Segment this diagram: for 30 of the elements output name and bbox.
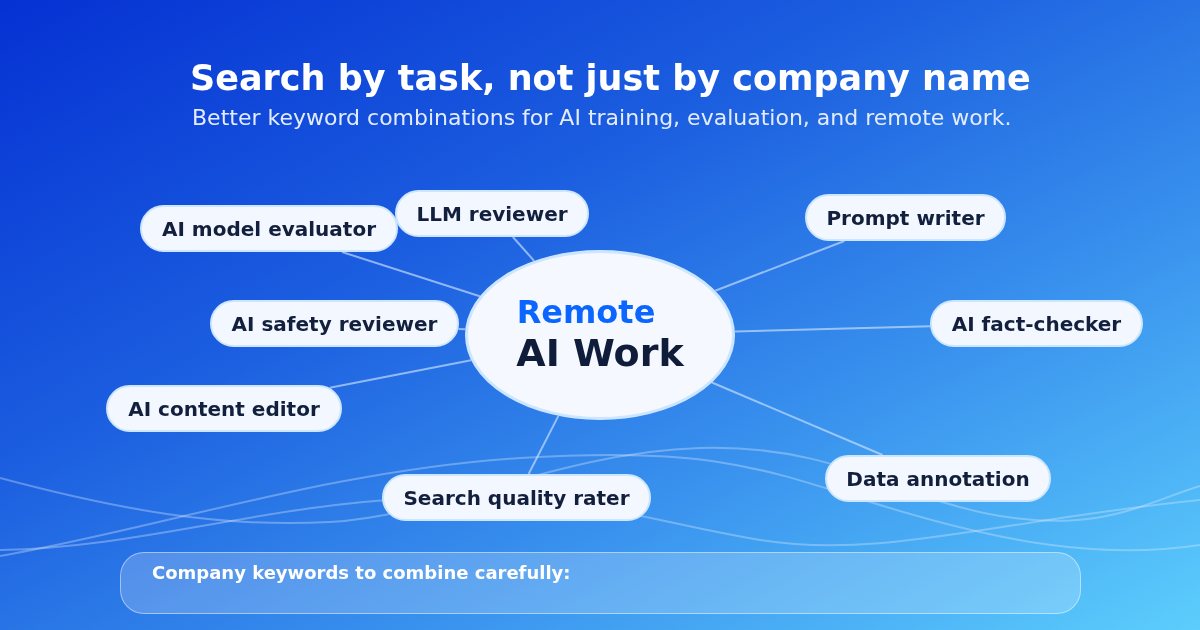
connector-line	[341, 251, 481, 298]
role-label: AI fact-checker	[951, 311, 1122, 336]
connector-line	[328, 359, 473, 389]
role-label: AI model evaluator	[162, 216, 376, 241]
role-label: Data annotation	[846, 466, 1030, 491]
subtitle: Better keyword combinations for AI training, evaluation, and remote work.	[192, 105, 1012, 132]
role-label: LLM reviewer	[416, 201, 568, 226]
role-label: Search quality rater	[403, 485, 630, 510]
panel-heading: Company keywords to combine carefully:	[152, 562, 571, 584]
role-pill	[395, 190, 589, 237]
role-pill	[825, 455, 1051, 502]
role-pill	[930, 300, 1143, 347]
role-pill	[382, 474, 651, 521]
role-pill	[210, 300, 459, 347]
connector-line	[527, 414, 560, 475]
hub-title: AI Work	[516, 330, 684, 377]
connector-line	[511, 236, 536, 262]
connector-line	[710, 381, 884, 456]
hub-ellipse	[465, 250, 735, 420]
role-label: AI content editor	[128, 396, 320, 421]
hub-kicker: Remote	[516, 293, 656, 331]
role-pill	[106, 385, 342, 432]
connector-line	[733, 325, 932, 333]
diagram-title: Search by task, not just by company name	[190, 57, 1031, 99]
connector-line	[714, 240, 846, 292]
keyword-panel	[120, 552, 1081, 614]
role-pill	[805, 194, 1006, 241]
role-pill	[140, 205, 398, 252]
role-label: Prompt writer	[826, 205, 985, 230]
role-label: AI safety reviewer	[231, 311, 438, 336]
